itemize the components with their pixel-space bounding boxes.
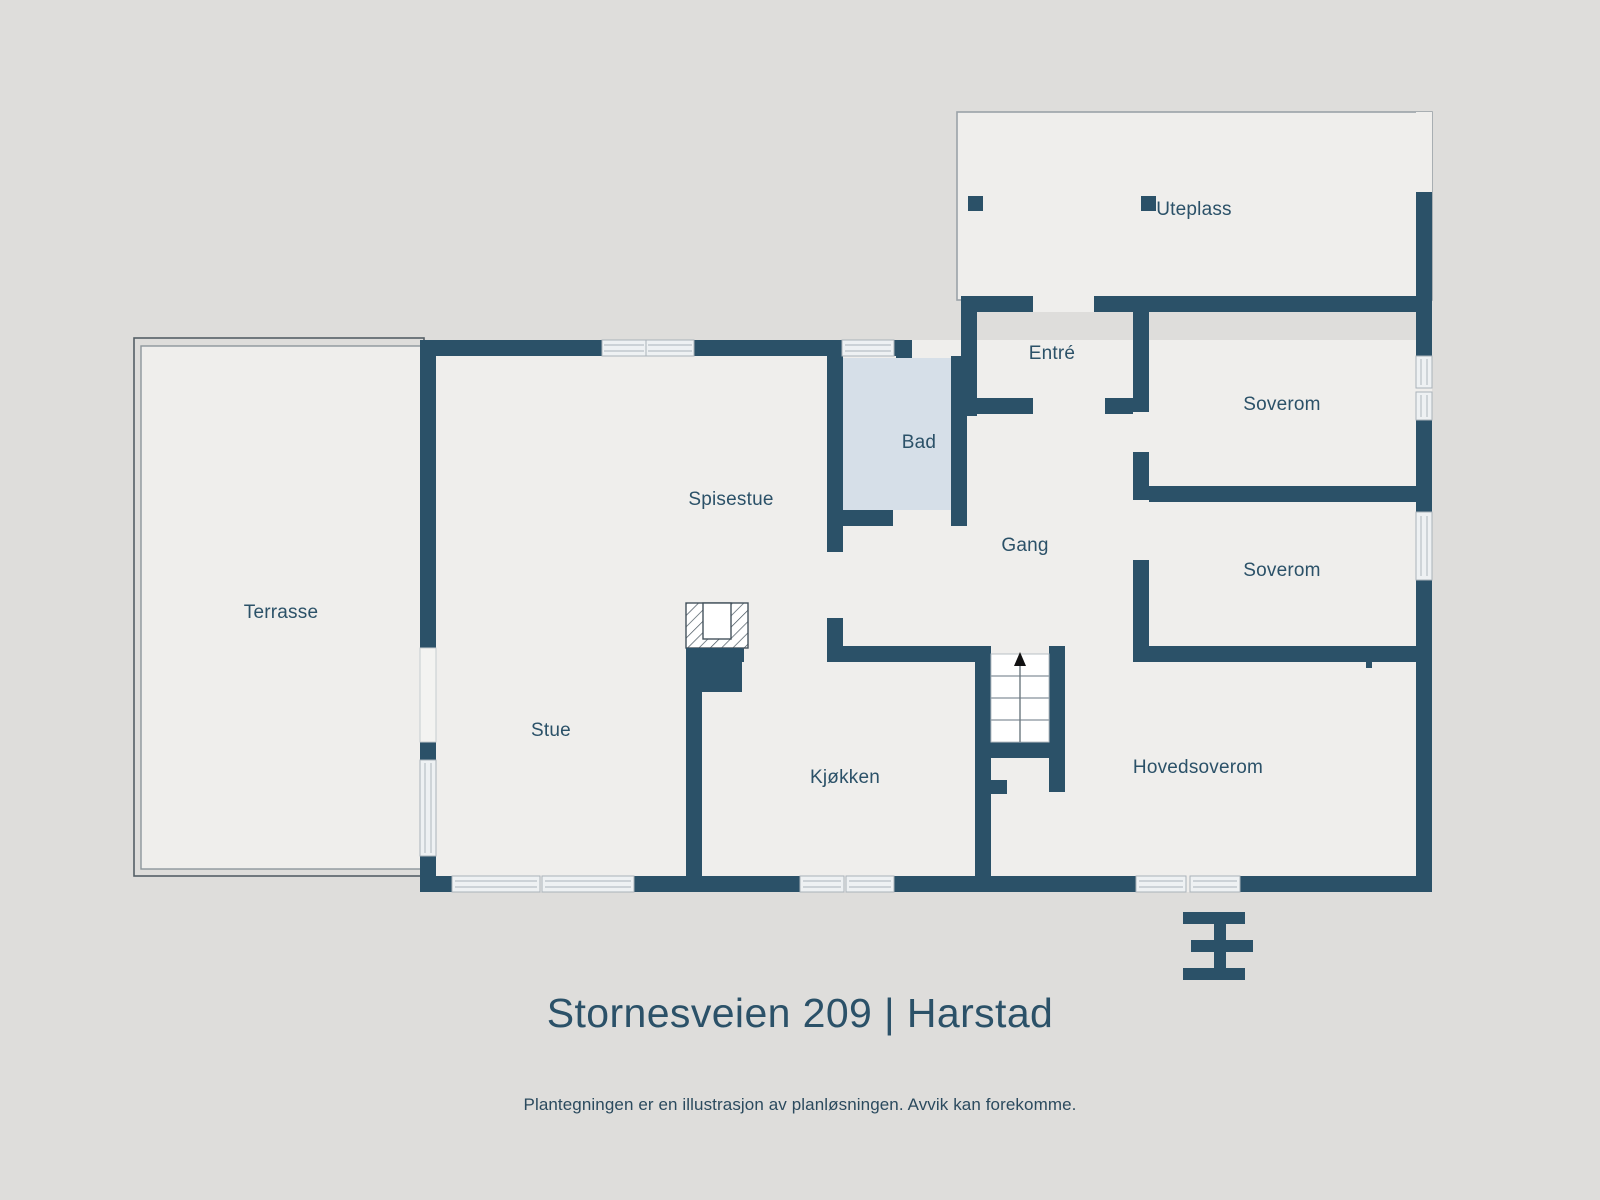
door-master [1358, 662, 1366, 876]
room-fills [133, 111, 1433, 892]
wall-uteplass-bottom-b [1094, 296, 1432, 312]
estate-logo-icon [1183, 912, 1253, 980]
door-gang-bedroom-1 [1133, 412, 1149, 452]
wall-master-left [1133, 646, 1149, 662]
wall-entre-bottom-b [1105, 398, 1149, 414]
bad-fill [839, 358, 967, 518]
window-left-terrace-door [419, 647, 437, 743]
patio-posts [968, 196, 1156, 211]
wall-left-a [420, 340, 436, 648]
window-bottom-master-2 [1189, 875, 1241, 893]
wall-gang-right-a [1133, 452, 1149, 486]
staircase-icon [990, 652, 1050, 743]
wall-bedroom-div-2 [1133, 646, 1432, 662]
wall-bottom-a [420, 876, 452, 892]
wall-top-left-a [420, 340, 602, 356]
windows [419, 112, 1433, 893]
wall-right-a [1416, 192, 1432, 356]
door-kitchen-hall [744, 646, 827, 662]
wall-bad-right [951, 356, 967, 518]
wall-gang-right-b [1133, 560, 1149, 660]
window-right-bedroom-1b [1415, 391, 1433, 421]
wall-kitchen-left [686, 646, 702, 892]
wall-stair-lower-right [1049, 758, 1065, 792]
wall-top-left-b [694, 340, 842, 356]
window-uteplass-right [1416, 112, 1432, 192]
uteplass-fill [956, 111, 1433, 301]
wall-entre-bottom-a [961, 398, 1033, 414]
window-bottom-master-1 [1135, 875, 1187, 893]
terrasse-fill [140, 345, 425, 870]
wall-dining-bad [827, 340, 843, 520]
wall-stair-lower-left [991, 780, 1007, 794]
wall-bedroom-div-1 [1133, 486, 1432, 502]
window-left-lower [419, 759, 437, 857]
door-entre-top [1033, 296, 1094, 312]
disclaimer-caption: Plantegningen er en illustrasjon av plan… [523, 1095, 1077, 1114]
window-bottom-stue-1 [451, 875, 541, 893]
title-block: Stornesveien 209 | Harstad [0, 990, 1600, 1037]
window-right-bedroom-1a [1415, 355, 1433, 389]
wall-top-junction [896, 340, 912, 358]
page-title: Stornesveien 209 | Harstad [546, 990, 1054, 1036]
wall-bottom-c [894, 876, 1136, 892]
wall-bottom-b [634, 876, 800, 892]
door-openings [744, 296, 1366, 876]
wall-stair-left [975, 646, 991, 758]
window-right-bedroom-2 [1415, 511, 1433, 581]
window-top-dining [601, 339, 695, 357]
patio-post-left [968, 196, 983, 211]
window-top-bad [841, 339, 895, 357]
wall-right-c [1416, 580, 1432, 892]
wall-entre-right [1133, 300, 1149, 412]
window-bottom-kitchen-1 [799, 875, 845, 893]
wall-bad-bottom-a [827, 510, 893, 526]
wall-bottom-d [1240, 876, 1432, 892]
wall-stair-bottom [991, 742, 1065, 758]
door-entre-bottom [1033, 398, 1105, 414]
patio-post-mid [1141, 196, 1156, 211]
wall-left-b [420, 742, 436, 760]
door-gang-bedroom-2 [1133, 500, 1149, 560]
wall-uteplass-bottom-a [961, 296, 1033, 312]
window-bottom-stue-2 [541, 875, 635, 893]
window-bottom-kitchen-2 [845, 875, 895, 893]
door-bad [893, 510, 951, 526]
fireplace-icon [685, 602, 749, 692]
wall-bad-bottom-b [951, 510, 967, 526]
wall-stair-right [1049, 646, 1065, 758]
wall-kitchen-top-b [827, 646, 987, 662]
door-stue-dining [827, 552, 843, 618]
